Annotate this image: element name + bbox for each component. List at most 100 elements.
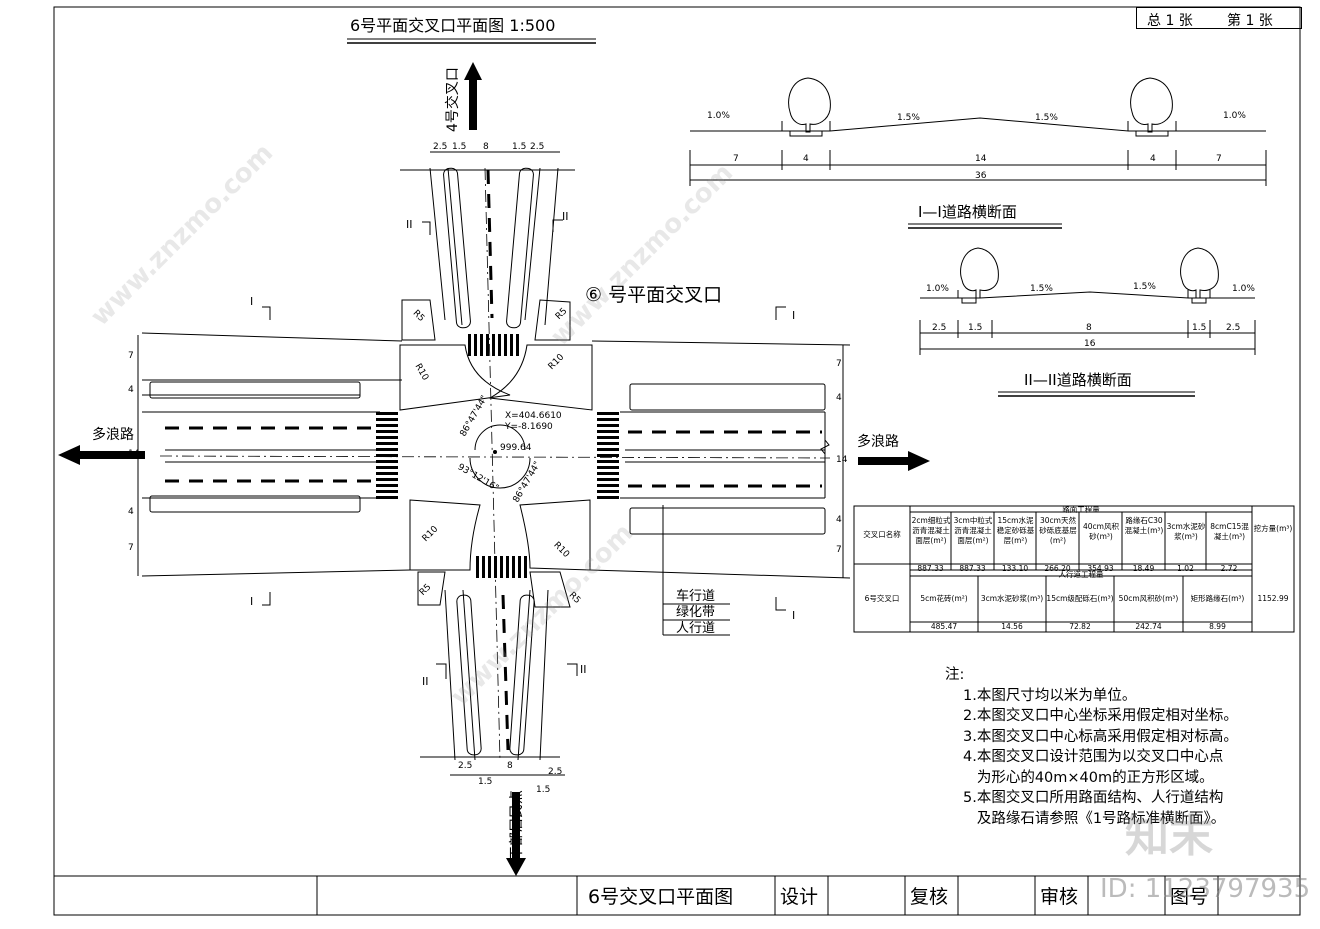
note-item: 3.本图交叉口中心标高采用假定相对标高。 [963, 728, 1238, 745]
coord-y: Y=-8.1690 [505, 422, 553, 432]
arrow-west-icon [58, 445, 145, 465]
dim-label: 14 [836, 455, 848, 465]
dim-label: 8 [1086, 323, 1092, 333]
dim-label: 2.5 [433, 142, 448, 152]
dim-label: 2.5 [458, 761, 473, 771]
dim-label: 4 [836, 515, 842, 525]
note-item: 4.本图交叉口设计范围为以交叉口中心点 [963, 749, 1224, 765]
slope-label: 1.0% [1223, 111, 1246, 121]
walk-val: 8.99 [1209, 622, 1226, 631]
road-col: 3cm中粒式沥青混凝土面层(m²) [953, 516, 993, 545]
crosswalk-north [468, 334, 519, 356]
north-direction-label: 4号交叉口 [445, 67, 461, 132]
road-quantity-header: 路面工程量 [1062, 505, 1100, 514]
slope-label: 1.5% [1030, 284, 1053, 294]
dim-label: 2.5 [530, 142, 545, 152]
ew-road-edge-top [141, 332, 403, 342]
note-item: 2.本图交叉口中心坐标采用假定相对坐标。 [963, 708, 1238, 724]
fill-header: 挖方量(m³) [1253, 524, 1293, 533]
dim-total: 16 [1084, 339, 1096, 349]
dim-label: 2.5 [548, 767, 563, 777]
road-val: 266.20 [1044, 564, 1071, 573]
dim-label: 4 [1150, 154, 1156, 164]
road-val: 887.33 [917, 564, 944, 573]
slope-label: 1.0% [1232, 284, 1255, 294]
dim-label: 4 [803, 154, 809, 164]
dim-label: 1.5 [1192, 323, 1207, 333]
dim-label: 4 [836, 393, 842, 403]
title-block-frame [53, 875, 1301, 916]
notes: 注: 1.本图尺寸均以米为单位。 2.本图交叉口中心坐标采用假定相对坐标。 3.… [945, 665, 1238, 829]
dim-label: 14 [128, 449, 140, 459]
south-direction-label: 干部居民点 [509, 790, 525, 860]
table-col-name: 交叉口名称 [863, 530, 901, 539]
road-col: 40cm风积砂(m³) [1083, 522, 1119, 541]
road-val: 2.72 [1220, 564, 1238, 573]
note-item: 及路缘石请参照《1号路标准横断面》。 [963, 810, 1226, 827]
dim-label: 7 [128, 543, 134, 553]
title-block-number: 图号 [1170, 886, 1209, 908]
drawing-title: 6号平面交叉口平面图 1:500 [350, 16, 556, 35]
slope-label: 1.0% [707, 111, 730, 121]
dim-label: 1.5 [536, 785, 551, 795]
arrow-east-icon [858, 451, 930, 471]
sheet-page: 第 1 张 [1227, 13, 1273, 29]
crosswalk-south [476, 556, 527, 578]
dim-label: 4 [128, 507, 134, 517]
road-col: 3cm水泥砂浆(m³) [1166, 522, 1206, 541]
west-direction-label: 多浪路 [92, 427, 134, 443]
arrow-north-icon [464, 62, 482, 130]
coord-x: X=404.6610 [505, 411, 562, 421]
section-mark-ii: II [406, 218, 413, 231]
walk-col: 3cm水泥砂浆(m³) [980, 594, 1044, 603]
section-mark-i: I [250, 295, 254, 308]
walk-val: 72.82 [1069, 622, 1091, 631]
dim-label: 1.5 [512, 142, 527, 152]
section-mark-ii: II [562, 210, 569, 223]
title-block-drawing-name: 6号交叉口平面图 [588, 886, 734, 908]
road-val: 354.93 [1087, 564, 1114, 573]
walk-val: 242.74 [1135, 622, 1162, 631]
title-block-review: 复核 [910, 886, 949, 908]
note-item: 1.本图尺寸均以米为单位。 [963, 687, 1137, 704]
dim-label: 7 [836, 359, 842, 369]
ew-road-edge-bottom [141, 569, 411, 577]
center-elevation: 999.64 [500, 443, 532, 453]
section-ii-title: II—II道路横断面 [1024, 371, 1132, 389]
walk-val: 485.47 [930, 622, 958, 631]
fill-value: 1152.99 [1257, 594, 1289, 603]
road-val: 887.33 [959, 564, 986, 573]
section-mark-i: I [792, 309, 796, 322]
road-col: 30cm天然砂砾底基层(m²) [1039, 516, 1077, 545]
dim-label: 2.5 [932, 323, 947, 333]
watermark-brand: 知末 [1125, 811, 1213, 862]
dim-label: 1.5 [452, 142, 467, 152]
slope-label: 1.5% [897, 113, 920, 123]
road-val: 18.49 [1132, 564, 1155, 573]
legend-carriageway: 车行道 [676, 589, 716, 604]
walk-col: 矩形路缘石(m³) [1190, 594, 1245, 603]
dim-label: 7 [733, 154, 739, 164]
note-item: 为形心的40m×40m的正方形区域。 [963, 769, 1214, 786]
legend-greenbelt: 绿化带 [676, 605, 716, 620]
sheet-count-box: 总 1 张 第 1 张 [1136, 7, 1302, 29]
slope-label: 1.5% [1133, 282, 1156, 292]
walk-quantity-header: 人行道工程量 [1058, 570, 1104, 579]
dim-label: 1.5 [478, 777, 493, 787]
title-block-audit: 审核 [1040, 886, 1079, 908]
dim-label: 8 [507, 761, 513, 771]
dim-label: 7 [1216, 154, 1222, 164]
slope-label: 1.5% [1035, 113, 1058, 123]
walk-col: 5cm花砖(m²) [920, 594, 968, 603]
crosswalk-west [376, 412, 398, 499]
table-row-name: 6号交叉口 [864, 594, 900, 603]
road-col: 路缘石C30混凝土(m³) [1124, 516, 1164, 535]
title-block-design: 设计 [780, 886, 819, 908]
dim-label: 4 [128, 385, 134, 395]
dim-label: 7 [128, 351, 134, 361]
road-col: 2cm细粒式沥青混凝土面层(m²) [911, 516, 951, 545]
section-mark-ii: II [422, 675, 429, 688]
section-mark-i: I [792, 609, 796, 622]
road-col: 8cmC15混凝土(m³) [1210, 522, 1249, 541]
